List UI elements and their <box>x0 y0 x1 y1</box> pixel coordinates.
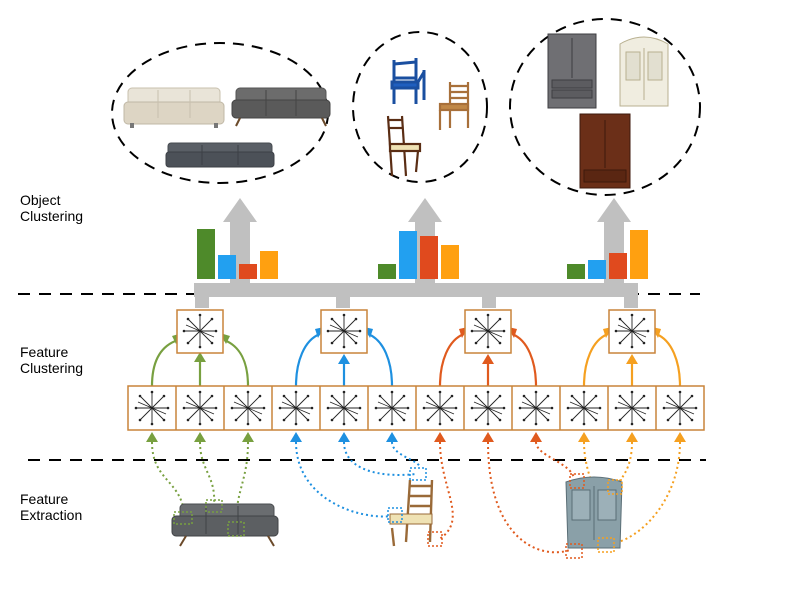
cluster-center-orange <box>608 309 656 354</box>
dark-cabinet-icon <box>547 33 597 109</box>
chair-image <box>387 467 443 547</box>
stage-label-feature-clustering: Feature Clustering <box>20 344 84 376</box>
histogram-bar <box>630 230 648 279</box>
wooden-chair-icon <box>438 82 470 130</box>
histogram-bar <box>399 231 417 279</box>
brown-wardrobe-icon <box>579 113 631 189</box>
cluster-arrows-blue <box>294 332 394 387</box>
histogram-bar <box>567 264 585 279</box>
dark-sofa-icon <box>165 142 275 168</box>
beige-sofa-icon <box>123 87 225 128</box>
cluster-arrows-green <box>150 338 250 387</box>
histogram-bar <box>239 264 257 279</box>
blue-chair-icon <box>390 58 426 104</box>
histogram-bar <box>378 264 396 279</box>
cluster-arrows-red <box>438 332 538 387</box>
cluster-center-green <box>176 309 224 354</box>
pooling-stub-3 <box>482 296 496 308</box>
cabinet-histogram <box>567 230 648 279</box>
gray-sofa-icon <box>231 87 331 127</box>
sofa-image <box>171 499 279 547</box>
pooling-stub-1 <box>195 296 209 308</box>
cluster-center-blue <box>320 309 368 354</box>
extraction-paths-orange <box>583 441 681 545</box>
pooling-stub-2 <box>336 296 350 308</box>
stage-label-object-clustering: Object Clustering <box>20 192 84 224</box>
histogram-bar <box>609 253 627 279</box>
dark-chair-icon <box>386 115 422 177</box>
extraction-paths-blue <box>295 441 421 518</box>
feature-row <box>127 385 705 431</box>
histogram-bar <box>197 229 215 279</box>
cluster-center-red <box>464 309 512 354</box>
histogram-bar <box>420 236 438 279</box>
pooling-bar <box>194 283 638 297</box>
white-cabinet-icon <box>619 36 669 107</box>
extraction-paths-red <box>437 441 575 554</box>
chair-cluster-ellipse <box>352 31 488 183</box>
histogram-bar <box>441 245 459 279</box>
cabinet-image <box>565 473 623 559</box>
chair-histogram <box>378 231 459 279</box>
cluster-arrows-orange <box>582 332 682 387</box>
cabinet-cluster-ellipse <box>509 18 701 196</box>
histogram-bar <box>260 251 278 279</box>
feature-up-arrows <box>146 432 686 442</box>
extraction-paths-green <box>151 441 249 525</box>
histogram-layer <box>197 229 648 279</box>
sofa-histogram <box>197 229 278 279</box>
pooling-stub-4 <box>624 296 638 308</box>
histogram-bar <box>218 255 236 279</box>
histogram-bar <box>588 260 606 279</box>
stage-label-feature-extraction: Feature Extraction <box>20 491 83 523</box>
